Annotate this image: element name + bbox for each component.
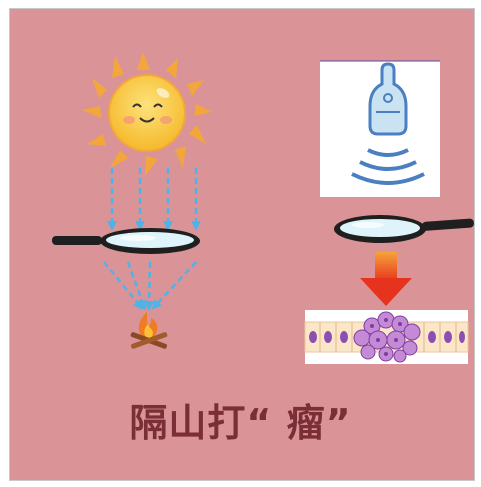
fire-icon: [130, 312, 168, 349]
caption-title: 隔山打“ 瘤”: [129, 401, 352, 445]
ultrasound-probe-icon: [320, 60, 440, 197]
focused-rays: [103, 261, 197, 311]
sun-icon: [82, 52, 212, 176]
tissue-tumor-icon: [304, 310, 469, 364]
magnifier-icon-right: [334, 215, 474, 243]
light-rays: [107, 168, 201, 231]
magnifier-icon: [52, 228, 200, 254]
red-arrow-icon: [360, 252, 412, 306]
